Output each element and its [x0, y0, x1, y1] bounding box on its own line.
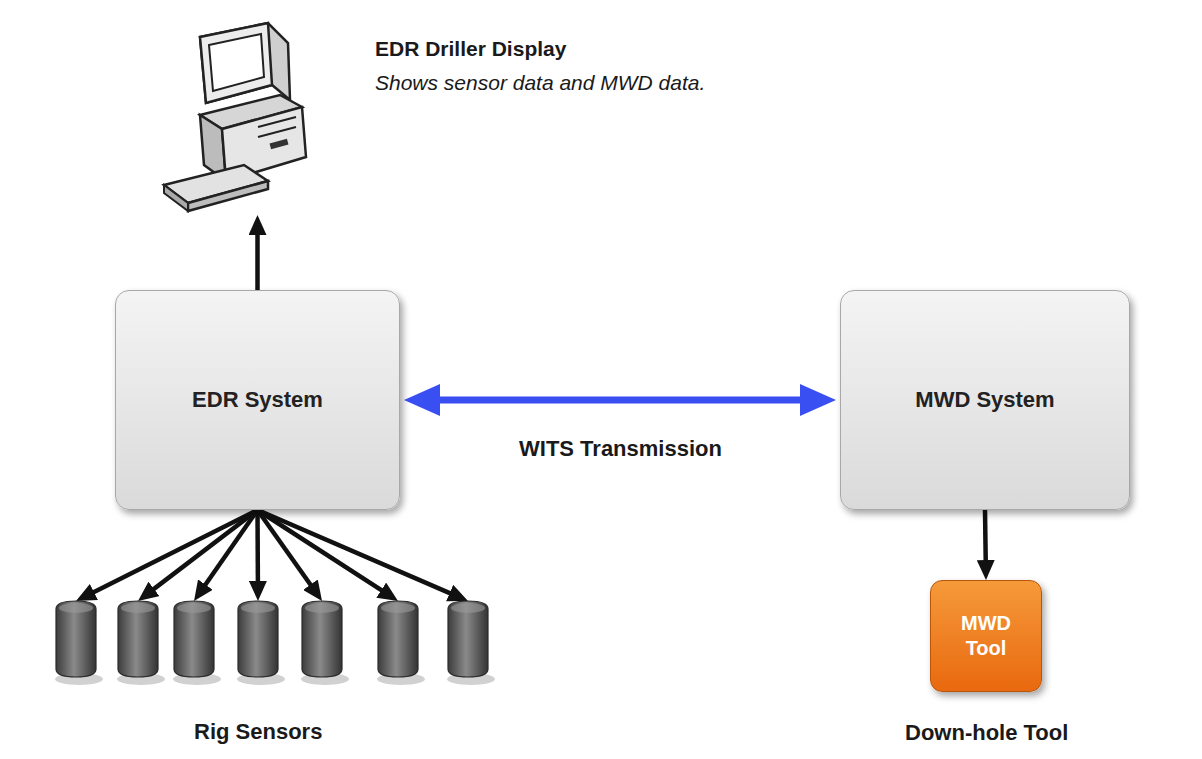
connector-arrow: [92, 510, 257, 593]
sensor-label: Rig Sensors: [194, 719, 322, 745]
box-label: EDR System: [192, 387, 323, 413]
downhole-tool: MWD ToolDown-hole Tool: [930, 580, 1042, 692]
display-note: Shows sensor data and MWD data.: [375, 71, 705, 95]
system-box: MWD System: [840, 290, 1130, 510]
system-box: EDR System: [115, 290, 400, 510]
box-label: MWD System: [915, 387, 1054, 413]
connector-arrow: [152, 510, 257, 590]
connector-arrow: [983, 510, 988, 562]
display-title: EDR Driller Display: [375, 37, 566, 61]
sensor-group: Rig Sensors: [40, 595, 500, 755]
tool-caption: Down-hole Tool: [905, 720, 1068, 746]
connector-arrow: [258, 510, 383, 591]
computer-icon: [160, 15, 320, 215]
connector-arrow: [438, 397, 802, 404]
tool-label: MWD Tool: [949, 611, 1023, 661]
driller-display: EDR Driller DisplayShows sensor data and…: [160, 15, 860, 215]
connector-arrow: [258, 510, 452, 594]
connector-arrow: [255, 233, 260, 290]
sensor-cylinders: [40, 595, 500, 695]
connector-arrow: [255, 510, 260, 583]
edge-label: WITS Transmission: [519, 436, 722, 462]
connector-arrow: [204, 510, 257, 586]
